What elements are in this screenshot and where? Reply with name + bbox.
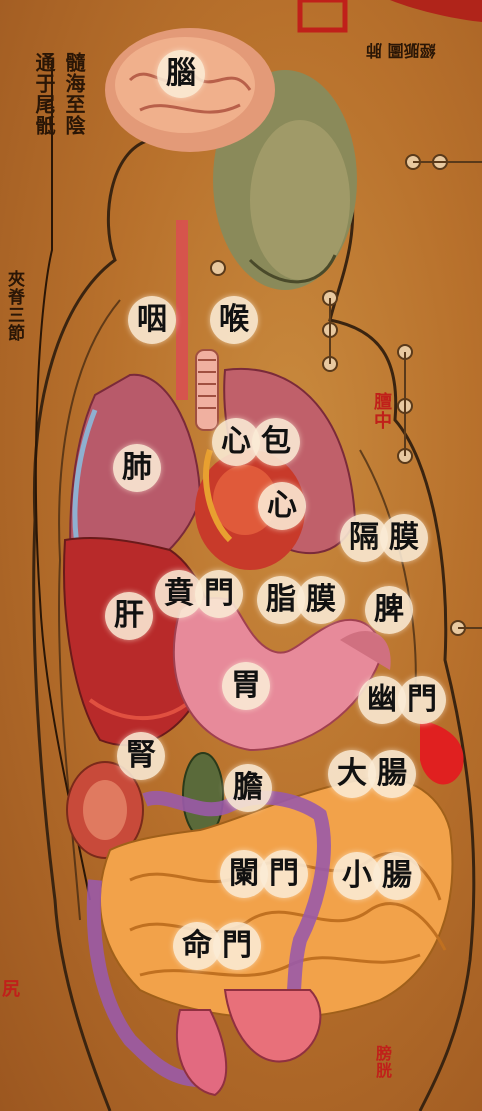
bottom-left-text: 尻	[2, 975, 20, 1001]
label-large-intestine-2: 腸	[368, 750, 416, 798]
mirrored-title-text: 經脈圖 肺	[366, 40, 436, 64]
label-pericardium-2: 包	[252, 418, 300, 466]
label-gallbladder: 膽	[224, 764, 272, 812]
label-ileocecal-gate-2: 門	[260, 850, 308, 898]
label-stomach: 胃	[222, 662, 270, 710]
label-life-gate-2: 門	[213, 922, 261, 970]
label-kidney: 腎	[117, 732, 165, 780]
label-larynx: 喉	[210, 296, 258, 344]
label-pharynx: 咽	[128, 296, 176, 344]
label-pylorus-2: 門	[398, 676, 446, 724]
label-spleen: 脾	[365, 586, 413, 634]
margin-text-1: 髓海至陰	[60, 52, 89, 136]
center-red-text: 膻中	[368, 392, 394, 430]
spine-text: 夾脊三節	[2, 270, 27, 342]
label-heart: 心	[258, 482, 306, 530]
label-liver: 肝	[105, 592, 153, 640]
label-brain: 腦	[157, 50, 205, 98]
label-small-intestine-2: 腸	[373, 852, 421, 900]
label-fat-membrane-2: 膜	[297, 576, 345, 624]
pylorus-image	[420, 720, 464, 784]
margin-text-2: 通于尾骶	[30, 52, 59, 136]
label-lung: 肺	[113, 444, 161, 492]
bottom-right-text: 膀胱	[370, 1045, 394, 1079]
seal-mark	[300, 0, 482, 30]
label-cardia-2: 門	[195, 570, 243, 618]
label-diaphragm-2: 膜	[380, 514, 428, 562]
